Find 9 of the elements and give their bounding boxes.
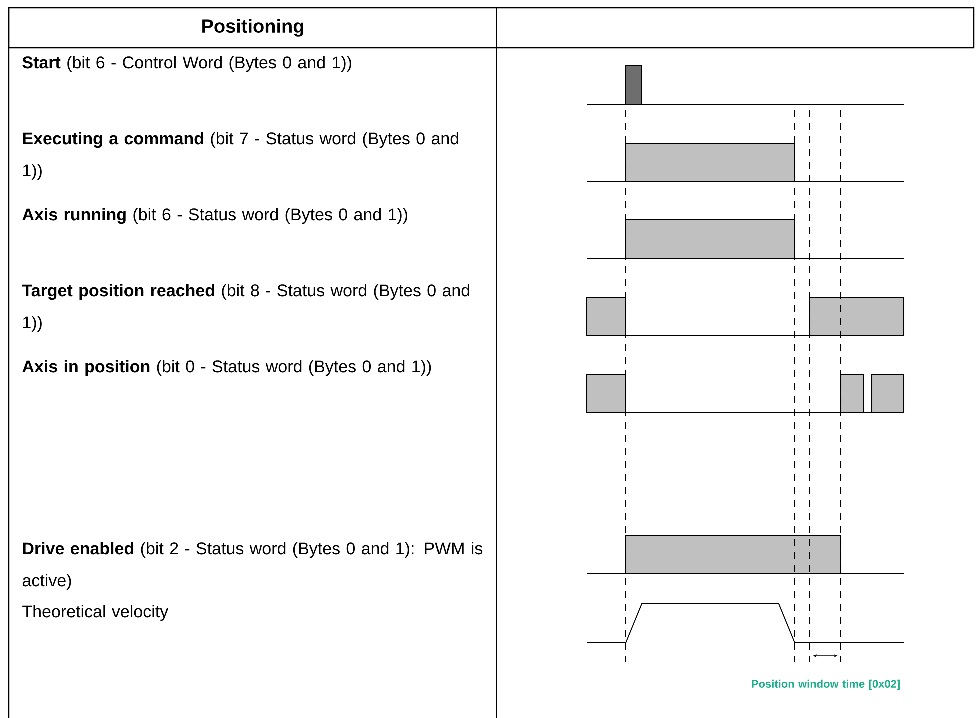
table-cell-text: Theoretical velocity — [22, 605, 169, 622]
table-cell-text: Start (bit 6 - Control Word (Bytes 0 and 1)) — [22, 56, 352, 72]
table-cell-text: Axis in position (bit 0 - Status word (Bytes 0 and 1)) — [22, 360, 432, 376]
table-cell-text: Axis running (bit 6 - Status word (Bytes 0 and 1)) — [22, 208, 408, 224]
note-text: Position window time [0x02] — [752, 680, 900, 690]
table-cell-text: Drive enabled (bit 2 - Status word (Bytes 0 and 1): PWM is active) — [22, 542, 483, 590]
table-cell-text: Executing a command (bit 7 - Status word (Bytes 0 and 1)) — [23, 132, 458, 180]
header-cell: Positioning — [8, 7, 497, 48]
table-cell-text: Target position reached (bit 8 - Status word (Bytes 0 and 1)) — [22, 284, 470, 332]
